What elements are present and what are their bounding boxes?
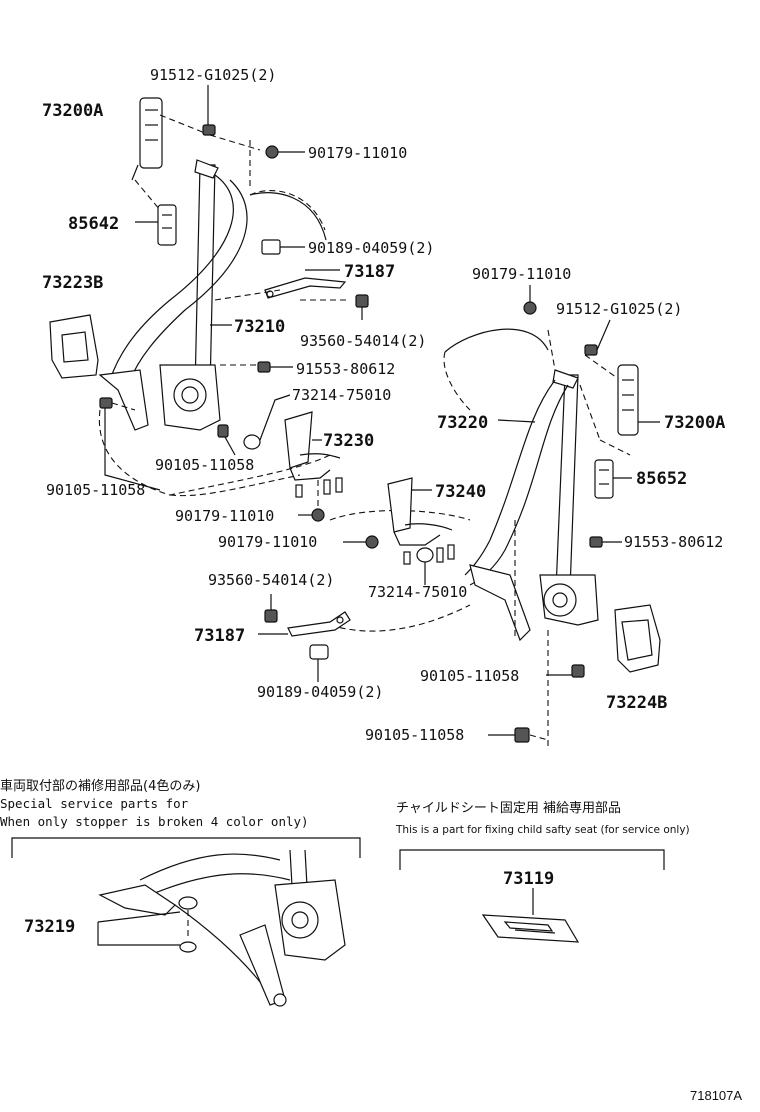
dash-90105-d [529, 734, 549, 741]
label-73214-low: 73214-75010 [368, 583, 467, 601]
label-90179-right: 90179-11010 [472, 265, 571, 283]
seat-outline-right-side [443, 351, 471, 411]
dash-73187-top [214, 289, 281, 301]
label-73230: 73230 [323, 431, 374, 451]
dash-right-top [547, 329, 556, 371]
clip-90189-low [309, 644, 329, 660]
dash-90105-b [111, 402, 136, 411]
label-91553-left: 91553-80612 [296, 360, 395, 378]
seat-outline-mid-bottom [329, 604, 471, 632]
label-90105-b: 90105-11058 [46, 481, 145, 499]
leader-dash-91512-left [159, 114, 211, 136]
washer-73214-low [416, 547, 434, 563]
label-85642: 85642 [68, 214, 119, 234]
bolt-91512-left [202, 124, 216, 136]
plate-73187-top [264, 277, 347, 299]
label-93560-top: 93560-54014(2) [300, 332, 426, 350]
label-73224b: 73224B [606, 693, 667, 713]
label-73223b: 73223B [42, 273, 103, 293]
label-90179-mid: 90179-11010 [175, 507, 274, 525]
label-90189-top: 90189-04059(2) [308, 239, 434, 257]
bolt-90105-a [217, 424, 229, 438]
bracket-service-parts [11, 837, 361, 858]
label-93560-low: 93560-54014(2) [208, 571, 334, 589]
leader-73214-top [259, 394, 291, 441]
adjuster-85652 [594, 459, 614, 499]
label-91512-left: 91512-G1025(2) [150, 66, 276, 84]
bolt-91553-right [589, 536, 603, 548]
label-73220: 73220 [437, 413, 488, 433]
bolt-93560-top [355, 294, 369, 308]
washer-73214-top [243, 434, 261, 450]
bolt-90105-c [571, 664, 585, 678]
leader-90105-b [104, 408, 161, 491]
seat-outline-left-top [249, 190, 326, 231]
label-90179-low: 90179-11010 [218, 533, 317, 551]
leader-73219 [97, 911, 181, 946]
label-73219: 73219 [24, 917, 75, 937]
dash-85652 [599, 439, 631, 456]
bracket-child-seat [399, 849, 665, 870]
label-91512-right: 91512-G1025(2) [556, 300, 682, 318]
bolt-91512-right [584, 344, 598, 356]
label-73200a-left: 73200A [42, 101, 103, 121]
belt-73220 [464, 369, 599, 642]
cover-73223b [49, 314, 99, 379]
seat-outline-left-headrest [249, 192, 327, 241]
label-73119: 73119 [503, 869, 554, 889]
label-85652: 85652 [636, 469, 687, 489]
label-73200a-right: 73200A [664, 413, 725, 433]
seat-outline-right-top [444, 328, 549, 353]
seat-line-left-base [169, 474, 301, 497]
label-90189-low: 90189-04059(2) [257, 683, 383, 701]
label-90105-c: 90105-11058 [420, 667, 519, 685]
leader-73220 [497, 419, 536, 423]
bolt-90105-b [99, 397, 113, 409]
note-right-jp: チャイルドシート固定用 補給専用部品 [396, 801, 621, 816]
buckle-73240 [387, 477, 455, 565]
nut-90179-low [365, 535, 379, 549]
stopper-73219 [178, 896, 198, 953]
bolt-91553-left [257, 361, 271, 373]
service-parts-illustration [98, 849, 346, 1007]
leader-dash-85642 [134, 179, 161, 211]
buckle-73230 [284, 411, 343, 498]
leader-90105-a [224, 436, 236, 456]
label-73187-low: 73187 [194, 626, 245, 646]
label-90105-a: 90105-11058 [155, 456, 254, 474]
leader-dash-90179-top [209, 134, 261, 151]
dash-91512-right [584, 354, 621, 381]
adjuster-85642 [157, 204, 177, 246]
label-90179-top: 90179-11010 [308, 144, 407, 162]
nut-90179-mid [311, 508, 325, 522]
plate-73187-low [287, 611, 351, 637]
bolt-93560-low [264, 609, 278, 623]
note-left-en2: When only stopper is broken 4 color only… [0, 814, 309, 829]
figure-id: 718107A [690, 1088, 742, 1103]
belt-73210 [98, 159, 248, 431]
label-90105-d: 90105-11058 [365, 726, 464, 744]
nut-90179-top [265, 145, 279, 159]
note-right-en: This is a part for fixing child safty se… [395, 824, 690, 836]
anchor-73200a-right [617, 364, 639, 436]
plate-73119 [481, 914, 580, 943]
anchor-73200a-left [131, 97, 163, 181]
label-91553-right: 91553-80612 [624, 533, 723, 551]
note-left-jp: 車両取付部の補修用部品(4色のみ) [0, 778, 200, 794]
clip-90189-top [261, 239, 281, 255]
leader-91512-right [596, 319, 611, 351]
label-73187-top: 73187 [344, 262, 395, 282]
label-73214-top: 73214-75010 [292, 386, 391, 404]
label-73240: 73240 [435, 482, 486, 502]
note-left-en1: Special service parts for [0, 796, 189, 811]
label-73210: 73210 [234, 317, 285, 337]
nut-90179-right [523, 301, 537, 315]
dash-right-anchor [579, 384, 601, 441]
bolt-90105-d [514, 727, 530, 743]
cover-73224b [614, 604, 661, 673]
